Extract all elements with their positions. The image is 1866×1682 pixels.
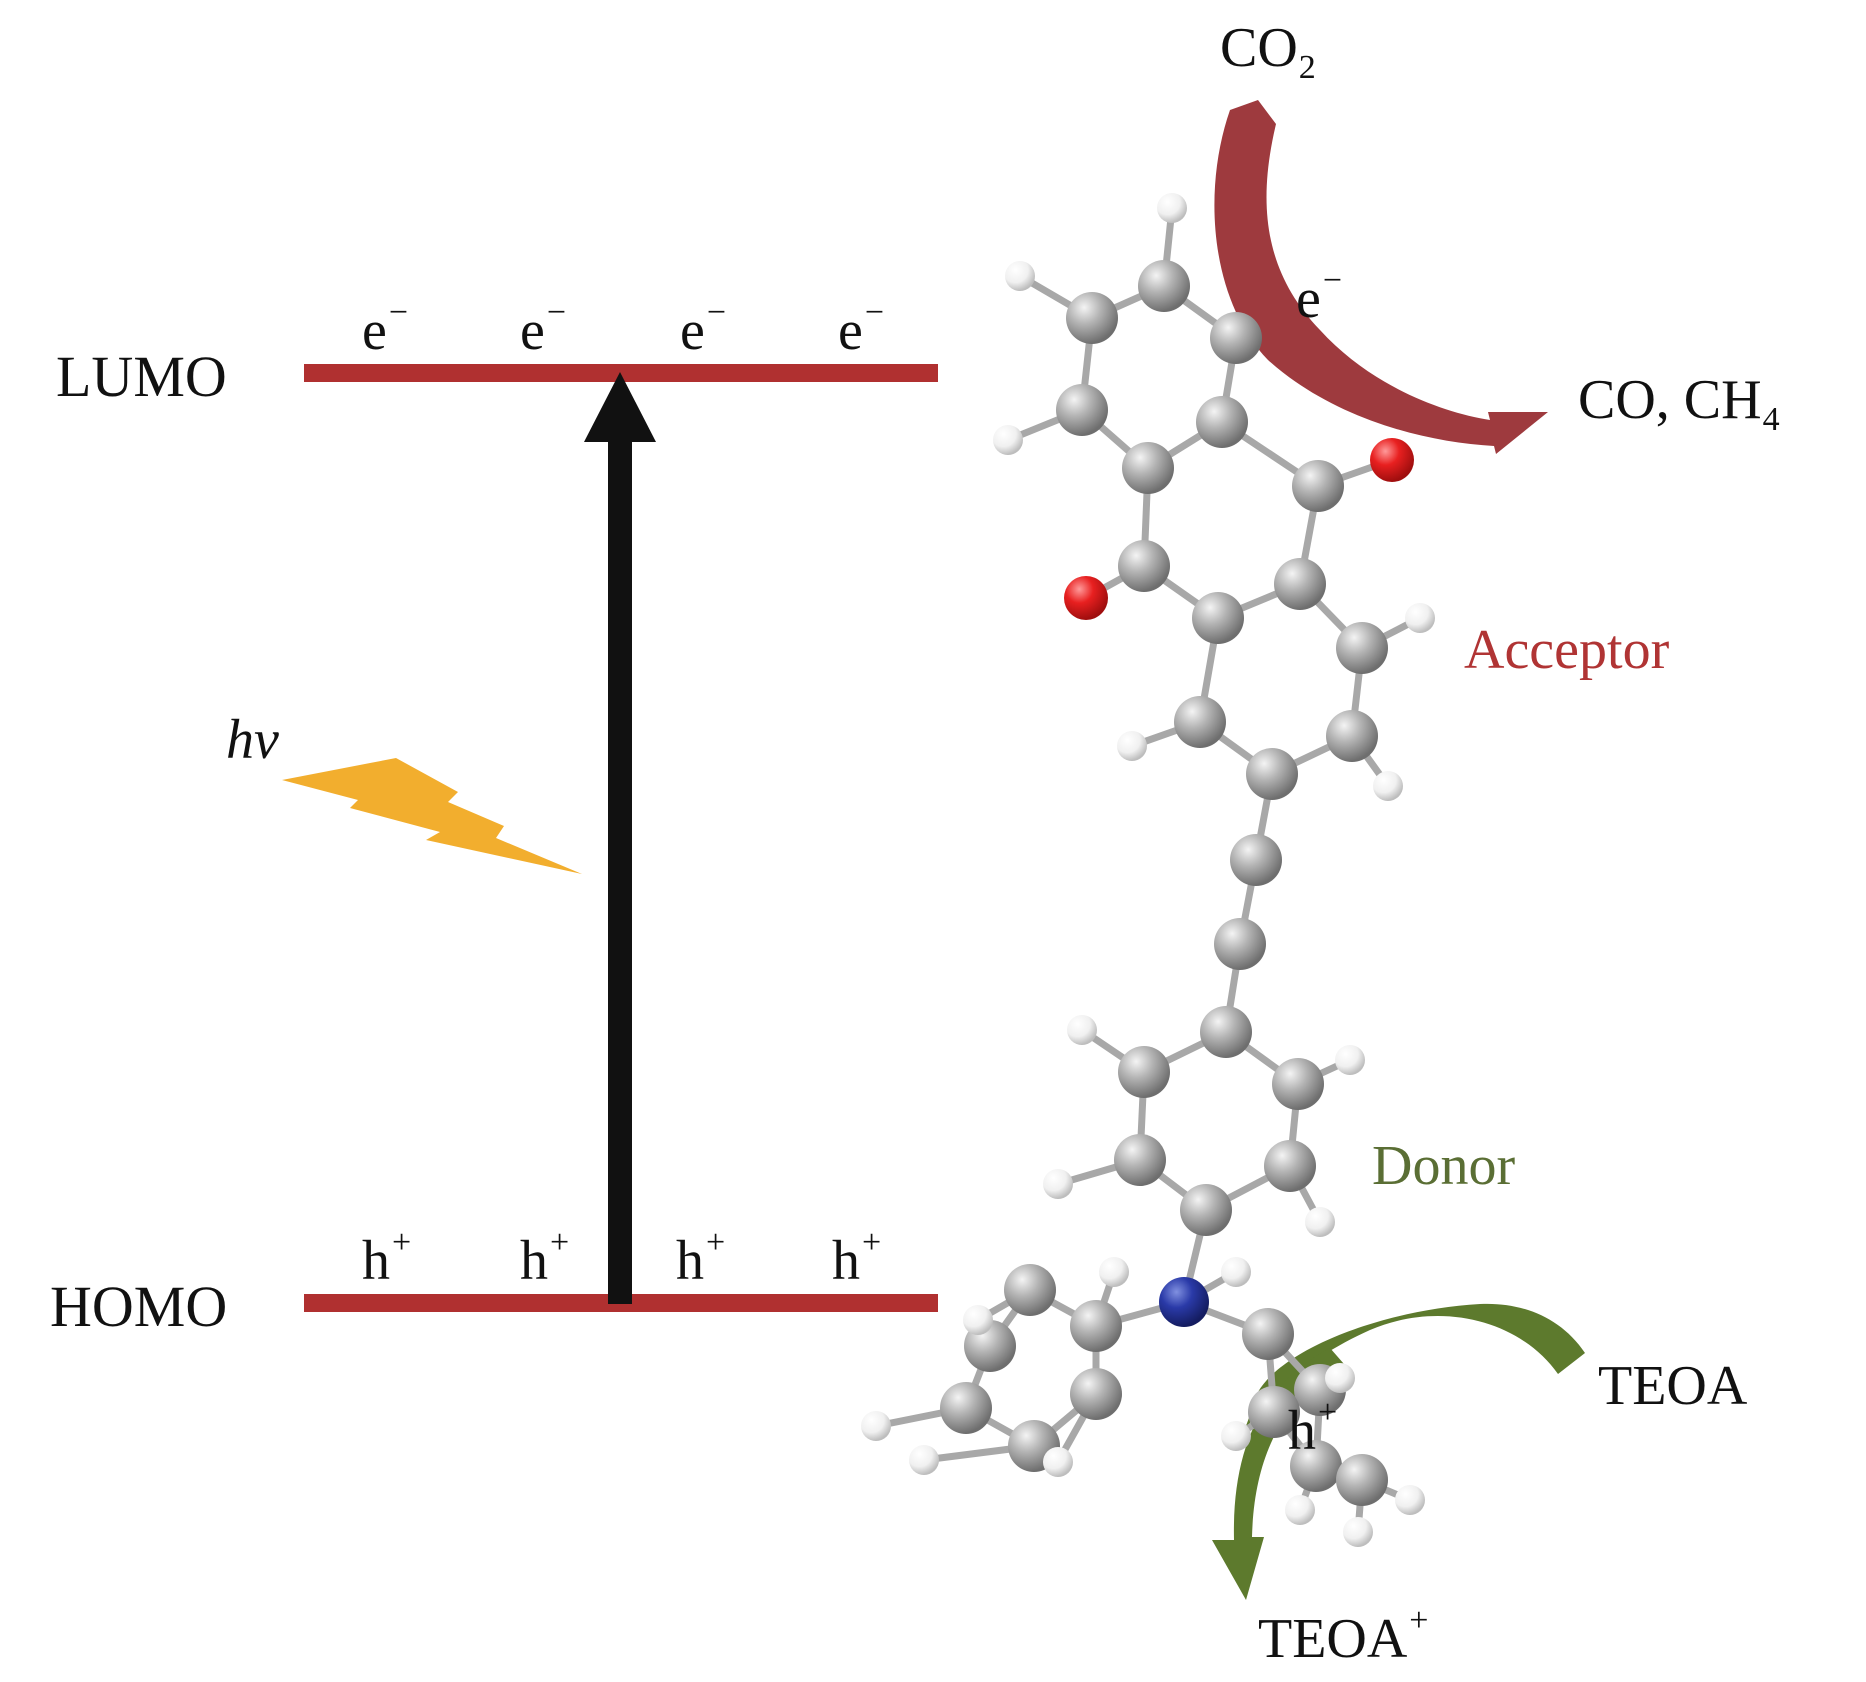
hole-label: h+: [676, 1224, 726, 1292]
teoa-label: TEOA: [1598, 1355, 1748, 1417]
hydrogen-atom: [1099, 1257, 1129, 1287]
hydrogen-atom: [1221, 1421, 1251, 1451]
carbon-atom: [1336, 622, 1388, 674]
carbon-atom: [1242, 1308, 1294, 1360]
carbon-atom: [1210, 312, 1262, 364]
oxygen-atom: [1064, 576, 1108, 620]
hydrogen-atom: [1285, 1495, 1315, 1525]
carbon-atom: [1118, 540, 1170, 592]
hole-label: h+: [520, 1224, 570, 1292]
carbon-atom: [1248, 1386, 1300, 1438]
teoa-oxidation-arrow-tail: [1212, 1348, 1344, 1600]
donor-label: Donor: [1372, 1135, 1516, 1197]
products-label: CO, CH4: [1578, 369, 1780, 438]
nitrogen-atom: [1159, 1277, 1209, 1327]
carbon-atom: [1174, 696, 1226, 748]
hydrogen-atom: [1043, 1447, 1073, 1477]
carbon-atom: [1326, 710, 1378, 762]
carbon-atom: [1138, 260, 1190, 312]
hydrogen-atom: [1373, 771, 1403, 801]
excitation-arrow-shaft: [608, 440, 632, 1304]
carbon-atom: [1336, 1454, 1388, 1506]
hydrogen-atom: [1343, 1517, 1373, 1547]
carbon-atom: [1066, 292, 1118, 344]
lumo-label: LUMO: [56, 344, 227, 409]
carbon-atom: [1070, 1300, 1122, 1352]
hydrogen-atom: [1395, 1485, 1425, 1515]
acceptor-label: Acceptor: [1464, 619, 1670, 681]
molecule-model: [861, 193, 1435, 1547]
electron-label: e−: [1296, 262, 1343, 330]
hydrogen-atom: [909, 1445, 939, 1475]
hydrogen-atom: [1305, 1207, 1335, 1237]
carbon-atom: [1272, 1058, 1324, 1110]
hydrogen-atom: [1405, 603, 1435, 633]
carbon-atom: [1230, 834, 1282, 886]
carbon-atom: [1118, 1046, 1170, 1098]
co2-reduction-arrow: [1214, 100, 1548, 454]
hydrogen-atom: [993, 425, 1023, 455]
carbon-atom: [1290, 1440, 1342, 1492]
carbon-atom: [1264, 1140, 1316, 1192]
carbon-atom: [1246, 748, 1298, 800]
hydrogen-atom: [1335, 1045, 1365, 1075]
electron-label: e−: [362, 294, 409, 362]
hydrogen-atom: [1067, 1015, 1097, 1045]
hydrogen-atom: [1221, 1257, 1251, 1287]
homo-label: HOMO: [50, 1274, 228, 1339]
carbon-atom: [1274, 558, 1326, 610]
hydrogen-atom: [1117, 731, 1147, 761]
carbon-atom: [940, 1382, 992, 1434]
hole-label: h+: [832, 1224, 882, 1292]
electron-label: e−: [838, 294, 885, 362]
carbon-atom: [1200, 1006, 1252, 1058]
hydrogen-atom: [1043, 1169, 1073, 1199]
co2-label: CO2: [1220, 17, 1316, 86]
lightning-icon: [282, 758, 582, 874]
hydrogen-atom: [1005, 261, 1035, 291]
electron-label: e−: [520, 294, 567, 362]
hydrogen-atom: [861, 1411, 891, 1441]
carbon-atom: [1180, 1184, 1232, 1236]
carbon-atom: [1070, 1368, 1122, 1420]
carbon-atom: [1214, 918, 1266, 970]
carbon-atom: [1004, 1264, 1056, 1316]
carbon-atom: [1114, 1134, 1166, 1186]
lumo-level-line: [304, 364, 938, 382]
carbon-atom: [1292, 460, 1344, 512]
carbon-atom: [1056, 384, 1108, 436]
carbon-atom: [1122, 442, 1174, 494]
hole-label: h+: [1288, 1394, 1338, 1462]
carbon-atom: [1192, 592, 1244, 644]
light-energy-label: hv: [226, 709, 279, 771]
hole-label: h+: [362, 1224, 412, 1292]
carbon-atom: [1196, 396, 1248, 448]
hydrogen-atom: [1157, 193, 1187, 223]
oxygen-atom: [1370, 438, 1414, 482]
teoa-plus-label: TEOA+: [1258, 1602, 1429, 1670]
hydrogen-atom: [963, 1305, 993, 1335]
electron-label: e−: [680, 294, 727, 362]
excitation-arrow-head: [584, 372, 656, 442]
hydrogen-atom: [1325, 1363, 1355, 1393]
